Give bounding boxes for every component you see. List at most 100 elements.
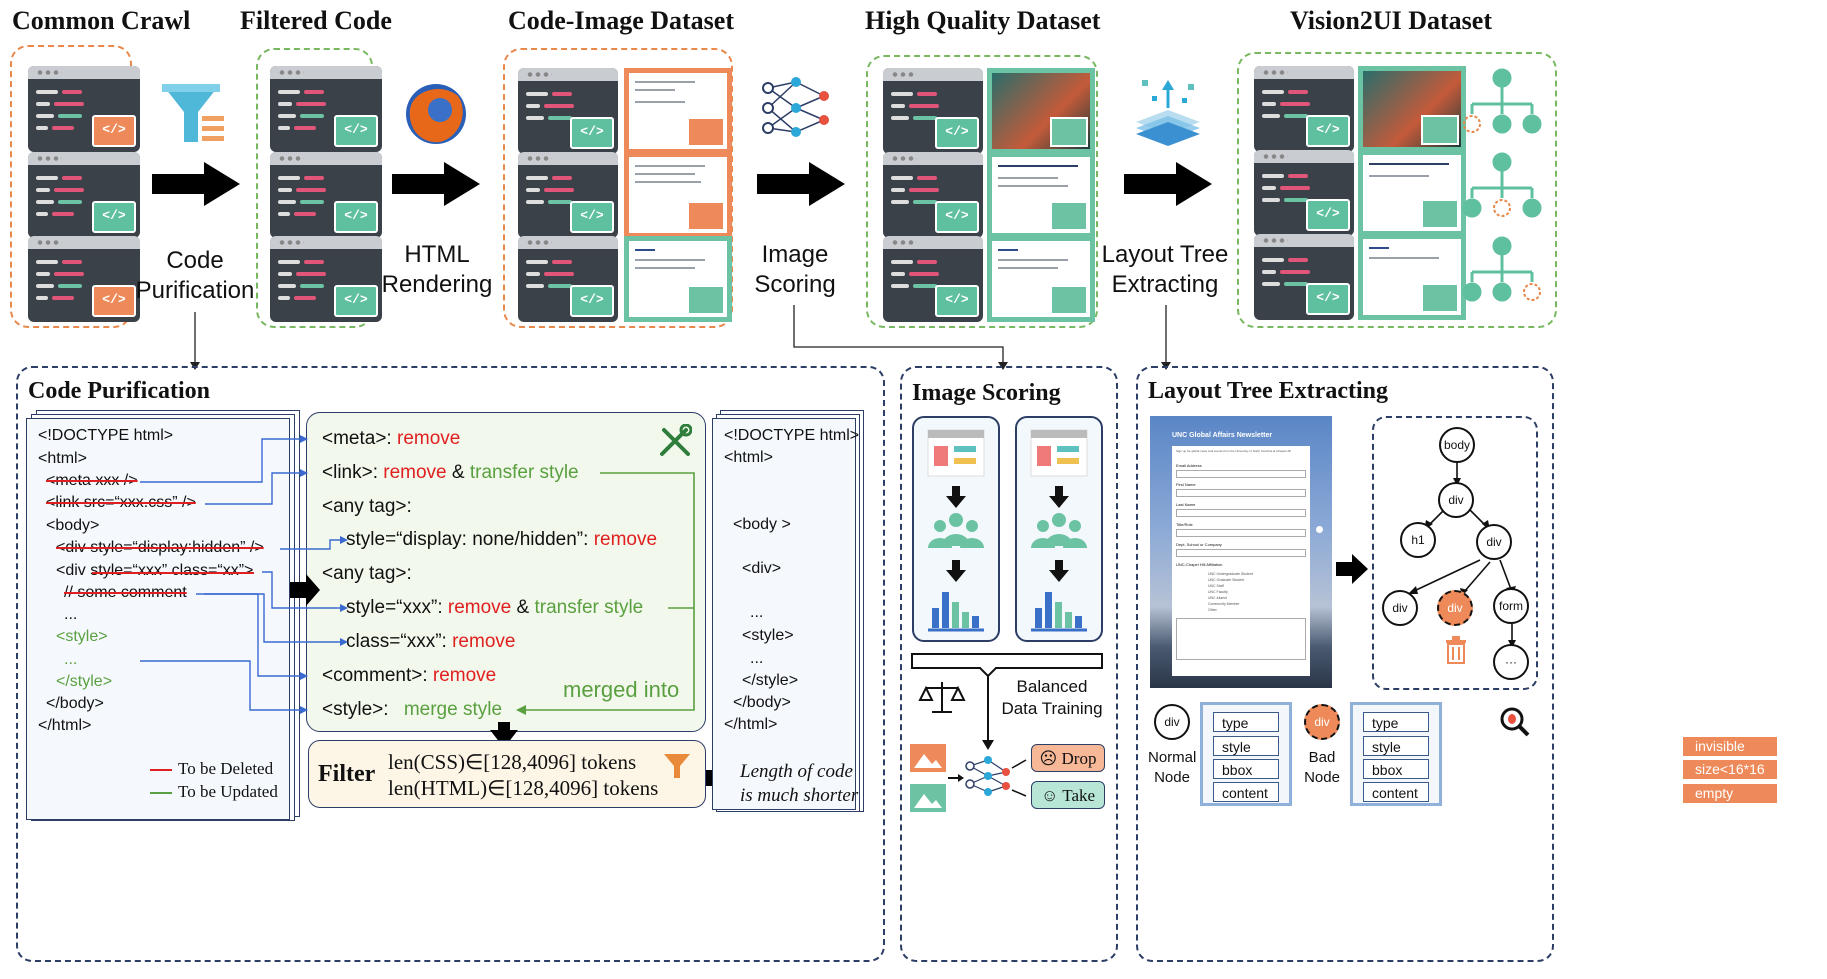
filter-html-rule: len(HTML)∈[128,4096] tokens [388,776,659,800]
normal-node-circle: div [1154,704,1190,740]
normal-node-label-line: Node [1154,769,1190,786]
stage-title-common-crawl: Common Crawl [12,6,191,35]
browser-icon [406,84,466,144]
code-line: </html> [38,717,92,734]
legend-green-line [150,792,172,794]
rule-action: remove [383,462,447,483]
webpage-thumbnail [1358,66,1466,152]
layout-tree-panel [1136,366,1554,962]
rule-action: remove [447,597,512,618]
attr-style: style [1363,736,1429,756]
screenshot-form: Sign up for global news and events from … [1172,446,1310,676]
step-label-line: Code [166,247,224,274]
legend-red-line [150,769,172,771]
code-file-icon: </> [270,236,382,322]
rule-any-tag: <any tag>: [322,496,412,517]
scoring-pipeline-icons [927,429,1088,632]
screenshot-moon [1316,526,1323,533]
step-label-layout-tree: Layout Tree Extracting [1100,240,1230,300]
normal-node-attributes: type style bbox content [1200,702,1292,806]
result-note: Length of code is much shorter [740,760,858,808]
funnel-icon [162,84,224,142]
bad-node-label-line: Bad [1308,749,1336,766]
screenshot-heading: UNC Global Affairs Newsletter [1172,432,1273,439]
webpage-thumbnail [987,236,1095,322]
rule-action: transfer style [534,597,644,618]
webpage-screenshot: UNC Global Affairs Newsletter Sign up fo… [1150,416,1332,688]
rule-selector: <comment>: [322,665,433,686]
stage-title-vision2ui: Vision2UI Dataset [1290,6,1492,35]
screenshot-field-label: Email Address [1176,463,1202,468]
layout-tree-icons [1462,68,1542,302]
webpage-thumbnail [1358,234,1466,320]
rule-class: class=“xxx”: remove [346,631,515,653]
neural-network-icon [762,77,829,137]
attr-content: content [1213,782,1279,802]
rule-style-hidden: style=“display: none/hidden”: remove [346,529,657,551]
step-label-line: Extracting [1111,271,1219,298]
filter-box [308,740,706,808]
webpage-thumbnail [624,68,732,154]
attr-content: content [1363,782,1429,802]
code-file-icon: </> [518,68,618,154]
tools-icon [660,424,692,456]
code-file-icon: </> [28,152,140,238]
rule-selector: <link>: [322,462,384,483]
code-file-icon: </> [270,66,382,152]
screenshot-field-label: First Name [1176,482,1196,487]
tree-node-div: div [1438,482,1474,518]
bad-node-circle: div [1304,704,1340,740]
bad-reason-invisible: invisible [1683,737,1777,756]
rule-any-tag: <any tag>: [322,563,412,584]
code-line-deleted: <div style=“display:hidden” /> [56,539,264,556]
code-line: <body> [46,517,100,534]
arrow-right-icon [757,162,845,206]
webpage-thumbnail [987,68,1095,154]
rule-link: <link>: remove & transfer style [322,462,579,484]
stage-title-code-image: Code-Image Dataset [508,6,735,35]
balanced-training-diagram [910,653,1103,812]
bug-search-icon [1500,707,1530,737]
legend-deleted: To be Deleted [178,759,274,778]
output-code-line: <html> [724,449,773,466]
output-code-line: <body > [733,516,791,533]
rule-action: remove [593,529,658,550]
output-code-line: <div> [742,560,782,577]
happy-face-icon: ☺ [1040,786,1063,805]
stage-title-high-quality: High Quality Dataset [865,6,1101,35]
code-file-icon: </> [883,68,983,154]
code-file-icon: </> [1254,150,1354,236]
screenshot-field-input [1176,529,1306,537]
screenshot-affiliation: Other [1208,608,1217,612]
rule-conjunction: & [446,462,470,483]
screenshot-field-label: Title/Role [1176,522,1193,527]
step-label-line: Rendering [381,271,493,298]
webpage-thumbnail [624,152,732,238]
drop-badge: ☹ Drop [1031,744,1105,772]
bad-reason-empty: empty [1683,784,1777,803]
rule-selector: style=“xxx”: [346,597,448,618]
rule-comment: <comment>: remove [322,665,496,687]
trash-icon [1446,636,1466,664]
step-label-line: Scoring [754,271,836,298]
bad-node-attributes: type style bbox content [1350,702,1442,806]
tree-box [1372,416,1538,690]
webpage-thumbnail [624,236,732,322]
screenshot-affiliation-list: UNC Undergraduate Student UNC Graduate S… [1208,571,1253,613]
rule-conjunction: & [511,597,535,618]
rule-style-xxx: style=“xxx”: remove & transfer style [346,597,643,619]
step-label-line: Purification [135,277,255,304]
screenshot-field-label: Last Name [1176,502,1196,507]
filter-icon [664,754,690,778]
code-file-icon: </> [28,66,140,152]
screenshot-affiliation: UNC Undergraduate Student [1208,572,1253,576]
screenshot-affiliation: UNC Faculty [1208,590,1228,594]
tree-node-bad-div: div [1437,590,1473,626]
arrow-right-icon [1124,162,1212,206]
tree-node-more: ··· [1493,644,1529,680]
legend-updated: To be Updated [178,782,278,801]
panel-title-layout-tree: Layout Tree Extracting [1148,378,1388,404]
code-line-updated: </style> [56,673,113,690]
rule-action: merge style [403,699,503,720]
strike-mark [92,572,254,574]
